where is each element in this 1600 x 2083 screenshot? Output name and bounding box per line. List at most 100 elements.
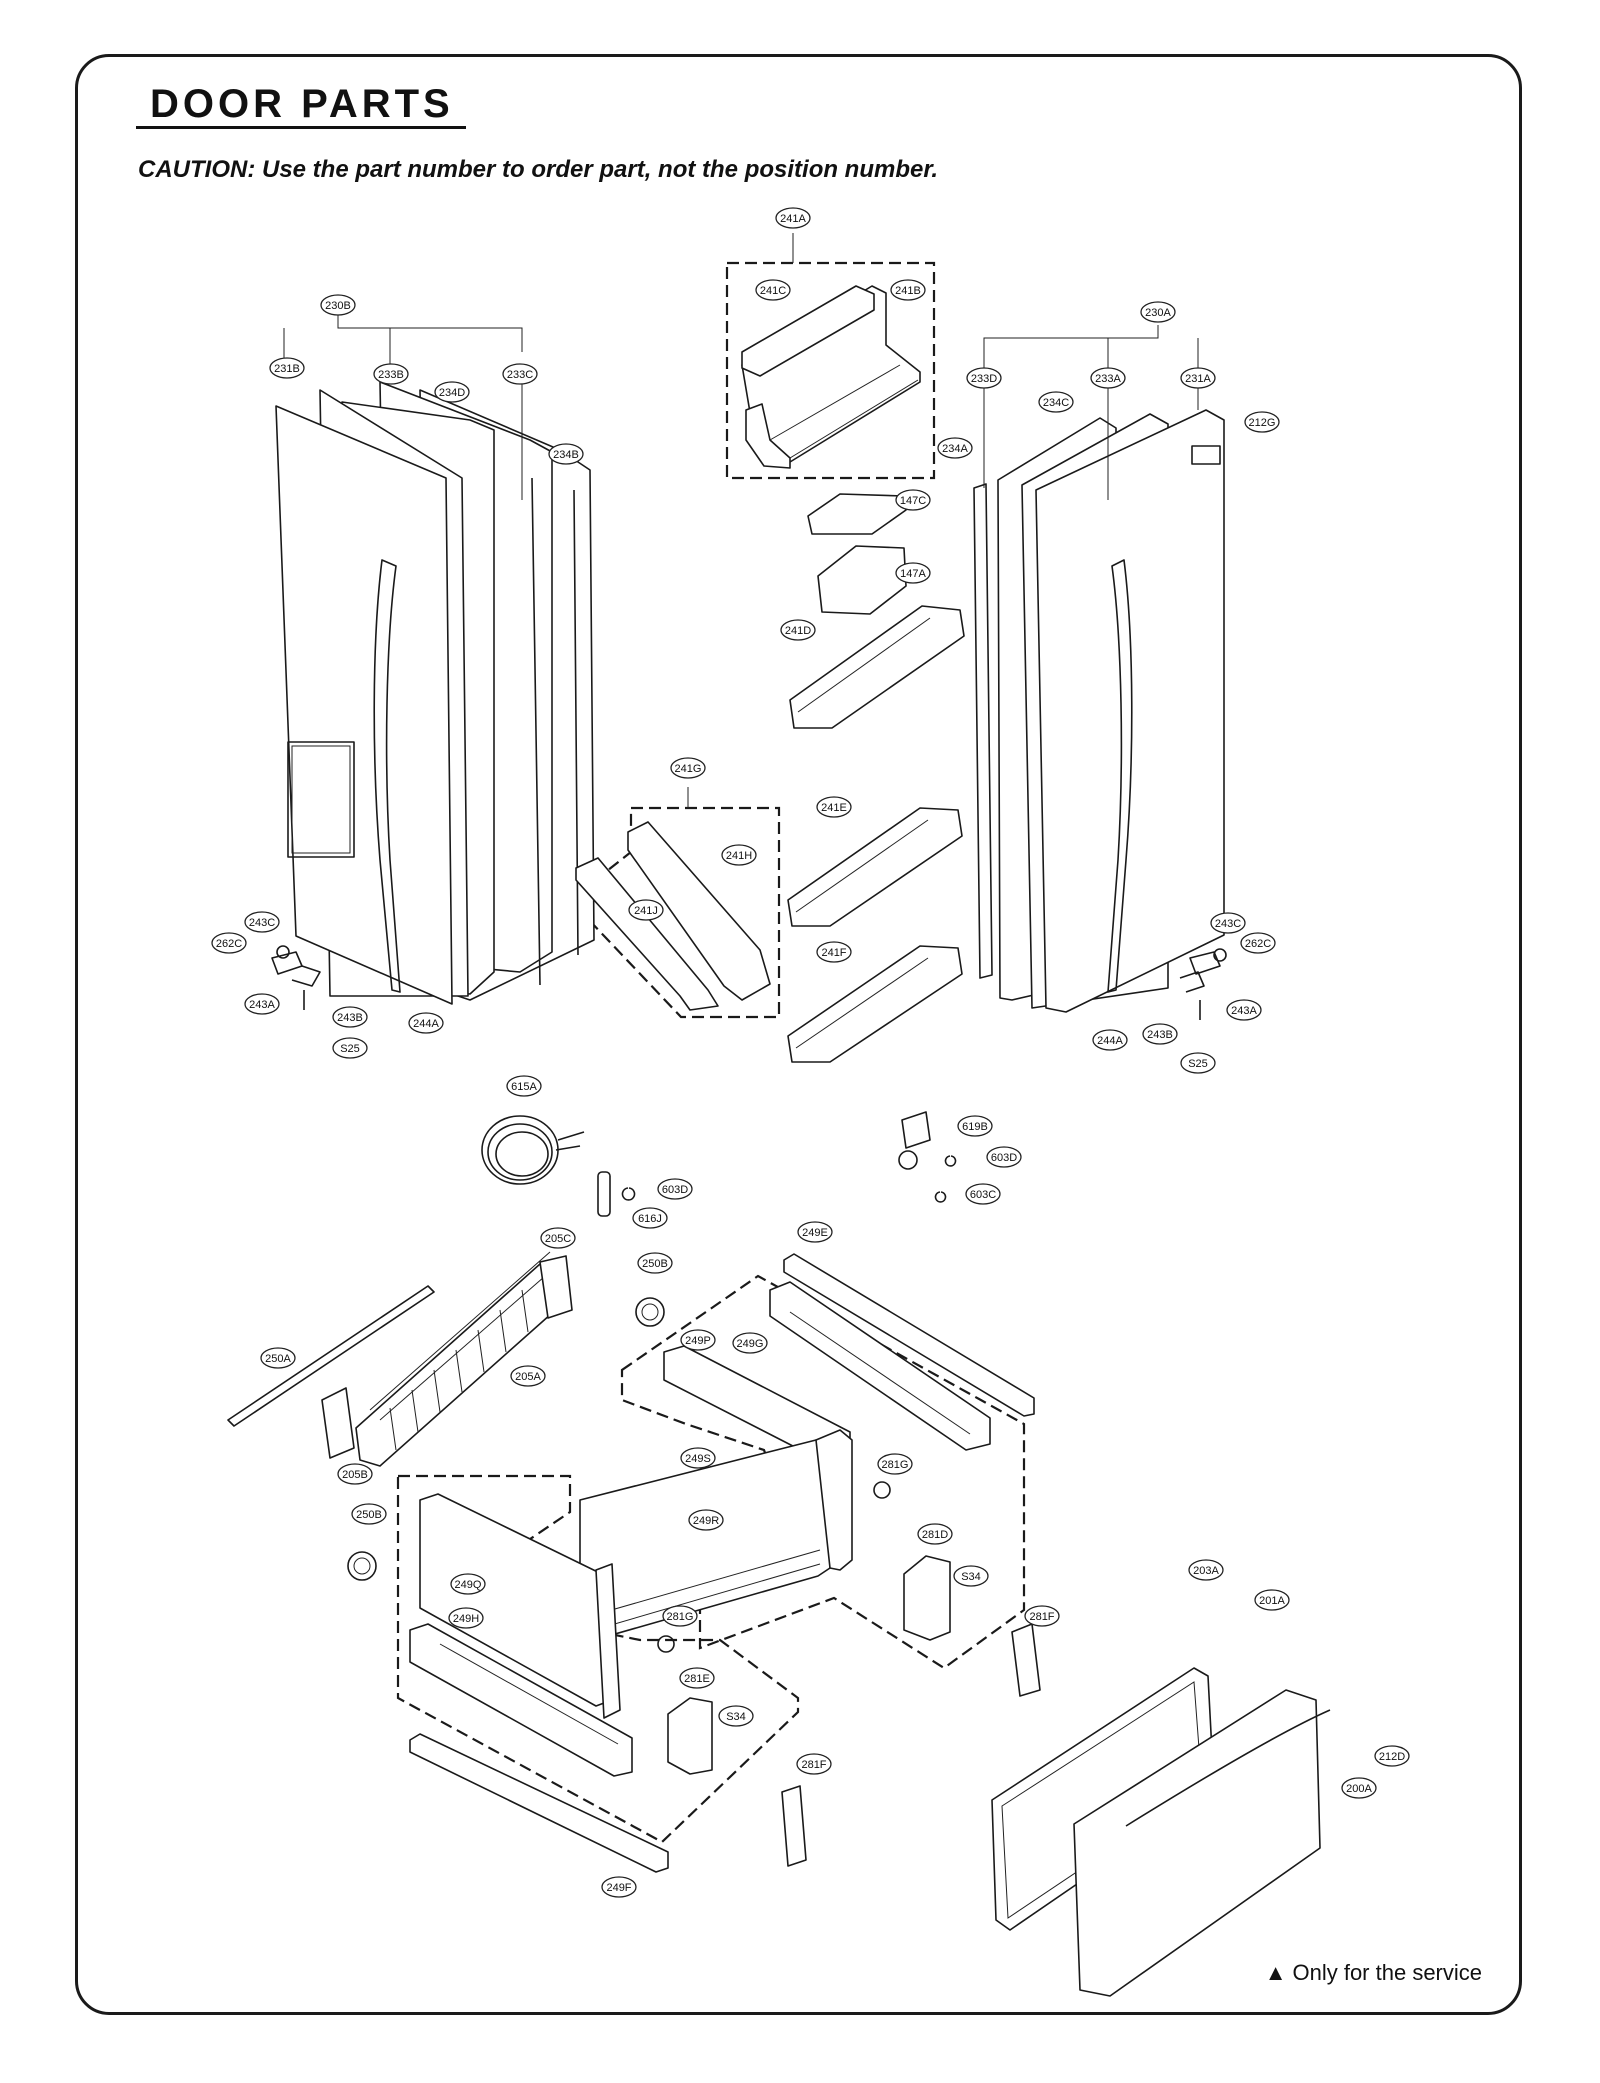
door-bin-241h [575,821,771,1011]
callout-label: 262C [1245,938,1271,950]
callout-label: S34 [961,1571,981,1583]
callout-label: 249Q [455,1579,482,1591]
callout-bubble [816,941,852,963]
callout-bubble [332,1006,368,1028]
callout-bubble [1092,1029,1128,1051]
callout-bubble [373,363,409,385]
callout-label: 233B [378,369,404,381]
left-door-230b [275,381,595,1005]
callout-label: 200A [1346,1783,1372,1795]
callout-bubble [680,1447,716,1469]
callout-212g: 212G [1244,411,1280,433]
callout-label: 201A [1259,1595,1285,1607]
callout-bubble [244,993,280,1015]
callout-bubble [637,1252,673,1274]
caution-text: CAUTION: Use the part number to order pa… [138,156,939,183]
callout-bubble [244,911,280,933]
group-box-249-upper [620,1274,1026,1670]
callout-281e: 281E [679,1667,715,1689]
callout-249e: 249E [797,1221,833,1243]
callout-bubble [601,1876,637,1898]
callout-bubble [721,844,757,866]
cover-281f-upper [1011,1623,1041,1697]
cover-281f-lower [781,1785,807,1867]
callout-233a: 233A [1090,367,1126,389]
callout-label: 205A [515,1371,541,1383]
callout-249r: 249R [688,1509,724,1531]
callout-241a: 241A [775,207,811,229]
page-frame [75,54,1522,2015]
callout-bubble [632,1207,668,1229]
callout-249g: 249G [732,1332,768,1354]
page-title: DOOR PARTS [150,82,454,126]
callout-bubble [953,1565,989,1587]
callout-bubble [450,1573,486,1595]
callout-bubble [548,443,584,465]
callout-label: 241E [821,802,847,814]
callout-label: 233D [971,373,997,385]
service-triangle-icon: ▲ [1264,1960,1287,1985]
callout-241d: 241D [780,619,816,641]
callout-147a: 147A [895,562,931,584]
callout-label: 250A [265,1353,291,1365]
callout-bubble [408,1012,444,1034]
callout-243b: 243B [332,1006,368,1028]
callout-241c: 241C [755,279,791,301]
callout-label: 241B [895,285,921,297]
door-bin-241b [741,285,921,469]
callout-bubble [1038,391,1074,413]
callout-249f: 249F [601,1876,637,1898]
callout-label: 281D [922,1529,948,1541]
callout-label: 147A [900,568,926,580]
callout-281f: 281F [1024,1605,1060,1627]
callout-262c: 262C [211,932,247,954]
callout-205b: 205B [337,1463,373,1485]
callout-bubble [502,363,538,385]
callout-234b: 234B [548,443,584,465]
callout-label: 243C [1215,918,1241,930]
water-tube-615a [481,1115,585,1185]
callout-bubble [337,1463,373,1485]
callout-250a: 250A [260,1347,296,1369]
callout-203a: 203A [1188,1559,1224,1581]
callout-label: 241J [634,905,658,917]
callout-212d: 212D [1374,1745,1410,1767]
callout-label: 241G [675,763,702,775]
callout-bubble [269,357,305,379]
callout-bubble [434,381,470,403]
callout-241e: 241E [816,796,852,818]
callout-label: 619B [962,1121,988,1133]
callout-241b: 241B [890,279,926,301]
callout-243a: 243A [244,993,280,1015]
callout-label: 249G [737,1338,764,1350]
callout-bubble [211,932,247,954]
callout-bubble [1244,411,1280,433]
callout-bubble [718,1705,754,1727]
callout-bubble [796,1753,832,1775]
rail-249e [783,1253,1035,1417]
door-bin-241d [789,605,965,729]
callout-249q: 249Q [450,1573,486,1595]
callout-label: 234D [439,387,465,399]
callout-230b: 230B [320,294,356,316]
callout-label: 241D [785,625,811,637]
callout-262c: 262C [1240,932,1276,954]
callout-bubble [320,294,356,316]
callout-label: 249P [685,1335,711,1347]
callout-bubble [986,1146,1022,1168]
callout-bubble [628,899,664,921]
callout-label: 243A [249,999,275,1011]
callout-233b: 233B [373,363,409,385]
callout-230a: 230A [1140,301,1176,323]
callout-label: 249H [453,1613,479,1625]
callout-231b: 231B [269,357,305,379]
callout-bubble [1210,912,1246,934]
egg-tray-147c [807,493,907,535]
callout-label: 231B [274,363,300,375]
callout-234a: 234A [937,437,973,459]
callout-bubble [895,489,931,511]
callout-label: 147C [900,495,926,507]
callout-s34: S34 [718,1705,754,1727]
callout-bubble [937,437,973,459]
